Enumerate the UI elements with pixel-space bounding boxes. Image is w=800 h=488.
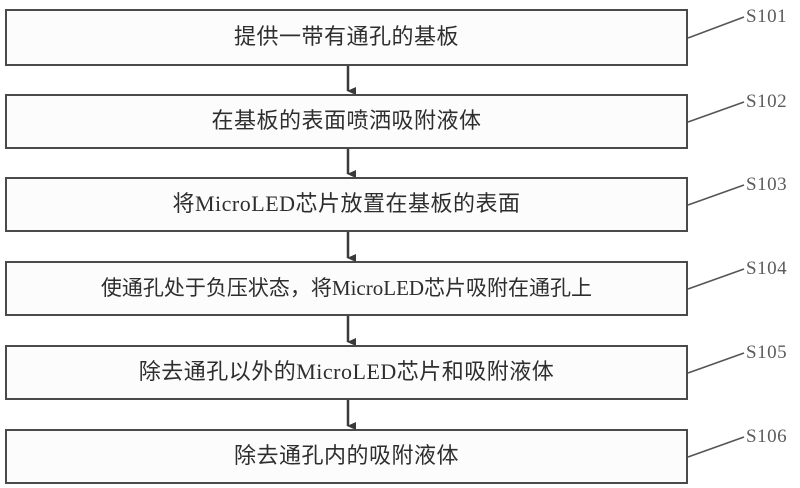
step-box-s105: 除去通孔以外的MicroLED芯片和吸附液体: [5, 345, 688, 400]
step-label-s103: 将MicroLED芯片放置在基板的表面: [172, 191, 521, 217]
leader-line-s104: [687, 268, 745, 290]
leader-line-s101: [687, 16, 745, 39]
step-box-s106: 除去通孔内的吸附液体: [5, 429, 688, 484]
reference-label-s105: S105: [746, 342, 788, 363]
reference-label-s103: S103: [746, 174, 788, 195]
reference-label-s102: S102: [746, 91, 788, 112]
step-box-s104: 使通孔处于负压状态，将MicroLED芯片吸附在通孔上: [5, 261, 688, 316]
step-label-s105: 除去通孔以外的MicroLED芯片和吸附液体: [138, 359, 555, 385]
step-label-s106: 除去通孔内的吸附液体: [233, 443, 459, 469]
step-label-s102: 在基板的表面喷洒吸附液体: [211, 108, 482, 134]
leader-line-s105: [687, 352, 745, 374]
reference-label-s104: S104: [746, 258, 788, 279]
leader-line-s103: [687, 184, 745, 206]
step-box-s103: 将MicroLED芯片放置在基板的表面: [5, 177, 688, 232]
reference-label-s106: S106: [746, 426, 788, 447]
step-box-s102: 在基板的表面喷洒吸附液体: [5, 94, 688, 149]
step-label-s101: 提供一带有通孔的基板: [233, 24, 459, 50]
step-label-s104: 使通孔处于负压状态，将MicroLED芯片吸附在通孔上: [100, 275, 593, 300]
step-box-s101: 提供一带有通孔的基板: [5, 9, 688, 66]
leader-line-s106: [687, 436, 745, 458]
reference-leader-lines: [687, 16, 745, 458]
leader-line-s102: [687, 101, 745, 123]
reference-label-s101: S101: [746, 6, 788, 27]
